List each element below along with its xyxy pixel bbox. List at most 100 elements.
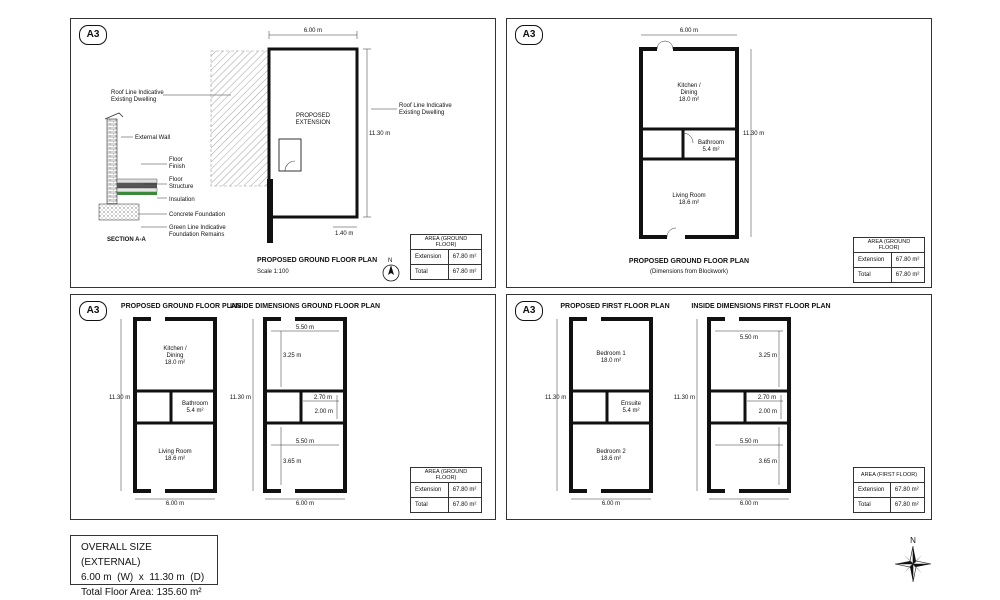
svg-text:Structure: Structure [169, 184, 194, 190]
svg-text:N: N [388, 258, 392, 264]
north-arrow-icon [382, 264, 400, 282]
svg-text:18.0 m²: 18.0 m² [165, 360, 185, 366]
extension-label: PROPOSED [296, 113, 331, 119]
inside-dim-external-width: 6.00 m [296, 501, 314, 507]
existing-dwelling-hatch [210, 50, 270, 187]
label-roof-line-left: Roof Line Indicative [111, 90, 164, 96]
inside-dim-bath-depth: 2.00 m [315, 409, 333, 415]
room-living: Living Room [158, 449, 191, 455]
inside-dim-external-width: 6.00 m [740, 501, 758, 507]
svg-text:Existing Dwelling: Existing Dwelling [111, 97, 156, 103]
dim-width: 6.00 m [166, 501, 184, 507]
svg-text:18.0 m²: 18.0 m² [679, 97, 699, 103]
concrete-foundation [98, 203, 140, 221]
room-kitchen: Kitchen / [163, 346, 187, 352]
room-bathroom: Bathroom [182, 401, 208, 407]
overall-size-box: OVERALL SIZE (EXTERNAL) 6.00 m (W) x 11.… [70, 535, 218, 598]
inside-dim-width: 5.50 m [296, 325, 314, 331]
inside-dim-width: 5.50 m [740, 335, 758, 341]
sheet-ground-floor-inside: A3 PROPOSED GROUND FLOOR PLAN INSIDE DIM… [70, 294, 496, 520]
inside-dim-depth: 11.30 m [230, 395, 251, 401]
label-floor-finish: Floor [169, 157, 183, 163]
svg-text:5.4 m²: 5.4 m² [702, 147, 719, 153]
dim-depth: 11.30 m [109, 395, 130, 401]
room-living: Living Room [672, 193, 705, 199]
label-roof-line-right: Roof Line Indicative [399, 103, 452, 109]
svg-text:Dining: Dining [680, 90, 697, 96]
svg-text:5.4 m²: 5.4 m² [622, 408, 639, 414]
svg-text:18.6 m²: 18.6 m² [679, 200, 699, 206]
inside-dim-bedroom2-depth: 3.65 m [759, 459, 777, 465]
inside-dim-bath-width: 2.70 m [314, 395, 332, 401]
insulation-layer [116, 187, 158, 193]
inside-dim-living-width: 5.50 m [296, 439, 314, 445]
section-wall [106, 118, 118, 205]
svg-text:EXTENSION: EXTENSION [296, 120, 331, 126]
drawing-title: PROPOSED GROUND FLOOR PLAN [257, 257, 377, 264]
sheet-proposed-extension: A3 [70, 18, 496, 288]
inside-dim-ensuite-width: 2.70 m [758, 395, 776, 401]
inside-dim-depth: 11.30 m [674, 395, 695, 401]
label-external-wall: External Wall [135, 135, 170, 141]
svg-text:Finish: Finish [169, 164, 185, 170]
ground-floor-plans: PROPOSED GROUND FLOOR PLAN INSIDE DIMENS… [109, 303, 380, 507]
dim-depth: 11.30 m [369, 131, 390, 137]
svg-text:18.6 m²: 18.6 m² [601, 456, 621, 462]
svg-text:18.6 m²: 18.6 m² [165, 456, 185, 462]
sheet-first-floor-inside: A3 PROPOSED FIRST FLOOR PLAN INSIDE DIME… [506, 294, 932, 520]
svg-text:Existing Dwelling: Existing Dwelling [399, 110, 444, 116]
ground-floor-plan: Kitchen / Dining 18.0 m² Bathroom 5.4 m²… [629, 28, 764, 275]
inside-dim-ensuite-depth: 2.00 m [759, 409, 777, 415]
label-concrete-foundation: Concrete Foundation [169, 212, 225, 218]
floor-finish-layer [116, 178, 158, 184]
compass-rose-icon: N [894, 536, 932, 583]
title-left: PROPOSED FIRST FLOOR PLAN [560, 303, 669, 310]
label-insulation: Insulation [169, 197, 195, 203]
first-floor-plans: PROPOSED FIRST FLOOR PLAN INSIDE DIMENSI… [545, 303, 831, 507]
inside-dim-living-depth: 3.65 m [283, 459, 301, 465]
sheet-badge: A3 [515, 25, 543, 45]
svg-text:Foundation Remains: Foundation Remains [169, 232, 224, 238]
extension-outline [267, 47, 359, 219]
dim-depth: 11.30 m [545, 395, 566, 401]
title-right: INSIDE DIMENSIONS FIRST FLOOR PLAN [691, 303, 830, 310]
inside-dim-kitchen-depth: 3.25 m [283, 353, 301, 359]
svg-text:5.4 m²: 5.4 m² [186, 408, 203, 414]
svg-text:N: N [910, 536, 916, 545]
inside-dim-bedroom2-width: 5.50 m [740, 439, 758, 445]
sheet-badge: A3 [79, 301, 107, 321]
inside-dim-bedroom-depth: 3.25 m [759, 353, 777, 359]
overall-dimensions: 6.00 m (W) x 11.30 m (D) [81, 572, 205, 583]
drawing-scale: Scale 1:100 [257, 269, 289, 275]
dim-offset: 1.40 m [335, 231, 353, 237]
extension-drawing: External Wall Floor Finish Floor Structu… [98, 28, 452, 282]
room-bedroom-1: Bedroom 1 [596, 351, 626, 357]
green-line [117, 192, 157, 195]
overall-title: OVERALL SIZE (EXTERNAL) [81, 542, 152, 568]
room-bedroom-2: Bedroom 2 [596, 449, 626, 455]
section-label: SECTION A-A [107, 237, 146, 243]
sheet-ground-floor-blockwork: A3 Kitchen / Dining 18.0 m² Bathroom 5.4… [506, 18, 932, 288]
dim-depth: 11.30 m [743, 131, 764, 137]
sheet-badge: A3 [79, 25, 107, 45]
extension-wc [278, 138, 302, 172]
dim-width: 6.00 m [304, 28, 322, 34]
drawing-title: PROPOSED GROUND FLOOR PLAN [629, 258, 749, 265]
room-bathroom: Bathroom [698, 140, 724, 146]
dim-width: 6.00 m [680, 28, 698, 34]
label-floor-structure: Floor [169, 177, 183, 183]
label-green-line: Green Line Indicative [169, 225, 226, 231]
svg-text:Dining: Dining [166, 353, 183, 359]
floor-structure-layer [117, 183, 157, 188]
title-left: PROPOSED GROUND FLOOR PLAN [121, 303, 241, 310]
dim-width: 6.00 m [602, 501, 620, 507]
title-right: INSIDE DIMENSIONS GROUND FLOOR PLAN [230, 303, 380, 310]
drawing-subtitle: (Dimensions from Blockwork) [650, 269, 728, 275]
room-ensuite: Ensuite [621, 401, 642, 407]
sheet-badge: A3 [515, 301, 543, 321]
svg-text:18.0 m²: 18.0 m² [601, 358, 621, 364]
